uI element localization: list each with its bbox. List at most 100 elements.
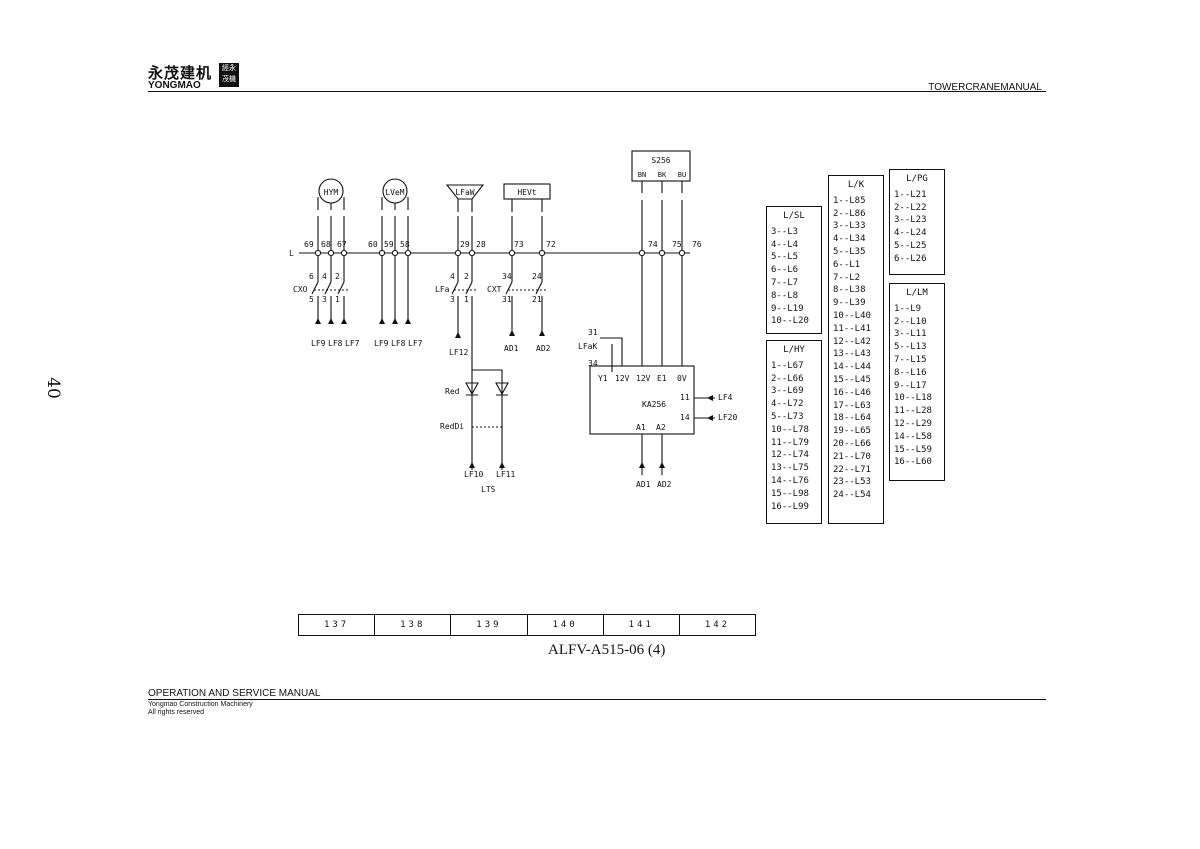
module-pin-e1: E1 [657, 374, 667, 383]
table-row: 19--L65 [833, 426, 871, 437]
table-row: 12--L42 [833, 336, 871, 347]
table-row: 11--L41 [833, 323, 871, 334]
arrow-icon [379, 318, 385, 324]
scale-cell: 140 [528, 615, 604, 635]
switch-num-34: 34 [502, 272, 512, 281]
table-row: 1--L21 [894, 189, 927, 200]
table-hy-title: L/HY [783, 345, 805, 355]
table-row: 8--L8 [771, 290, 799, 301]
table-row: 22--L71 [833, 464, 871, 475]
switch-num-2b: 2 [464, 272, 469, 281]
terminal-dot [508, 249, 516, 257]
logo-mark: 經永 茂機 [219, 63, 239, 87]
footer-rule [148, 699, 1046, 700]
s256-label: S256 [651, 156, 670, 165]
hevt-label: HEVt [517, 188, 536, 197]
terminal-dot [404, 249, 412, 257]
terminal-dot [638, 249, 646, 257]
terminal-76: 76 [692, 240, 702, 249]
output-lf9b: LF9 [374, 339, 389, 348]
table-row: 5--L13 [894, 342, 927, 353]
drawing-number: ALFV-A515-06 (4) [548, 642, 666, 658]
diode-red-label: Red [445, 387, 460, 396]
module-pin-12v-a: 12V [615, 374, 630, 383]
terminal-69: 69 [304, 240, 314, 249]
table-row: 9--L17 [894, 380, 927, 391]
footer-rights: All rights reserved [148, 709, 205, 716]
table-row: 1--L9 [894, 303, 922, 314]
switch-num-6: 6 [309, 272, 314, 281]
module-out-lf4: LF4 [718, 393, 733, 402]
terminal-dot [538, 249, 546, 257]
terminal-29: 29 [460, 240, 470, 249]
arrow-icon [707, 395, 713, 401]
table-row: 14--L58 [894, 431, 932, 442]
table-row: 7--L7 [771, 277, 799, 288]
table-row: 10--L78 [771, 424, 809, 435]
terminal-67: 67 [337, 240, 347, 249]
arrow-icon [499, 462, 505, 468]
table-row: 17--L63 [833, 400, 871, 411]
table-k-title: L/K [847, 180, 865, 190]
s256-pin-bk: BK [658, 171, 667, 179]
table-row: 8--L38 [833, 285, 866, 296]
table-sl-title: L/SL [783, 211, 805, 221]
switch-label-cxt: CXT [487, 285, 502, 294]
table-row: 7--L2 [833, 272, 861, 283]
arrow-icon [509, 330, 515, 336]
lts-label: LTS [481, 485, 496, 494]
terminal-59: 59 [384, 240, 394, 249]
sheet-scale-bar: 137 138 139 140 141 142 [298, 614, 756, 636]
table-row: 4--L24 [894, 228, 927, 239]
relay-num-31: 31 [588, 328, 598, 337]
table-row: 15--L98 [771, 488, 809, 499]
switch-num-3: 3 [322, 295, 327, 304]
terminal-75: 75 [672, 240, 682, 249]
switch-num-24: 24 [532, 272, 542, 281]
s256-pin-bn: BN [638, 171, 646, 179]
terminal-dot [327, 249, 335, 257]
module-pin-12v-b: 12V [636, 374, 651, 383]
arrow-icon [659, 462, 665, 468]
table-row: 6--L26 [894, 253, 927, 264]
table-row: 16--L46 [833, 387, 871, 398]
lts-out-lf11: LF11 [496, 470, 515, 479]
lts-out-lf10: LF10 [464, 470, 483, 479]
table-row: 9--L19 [771, 303, 804, 314]
switch-num-3b: 3 [450, 295, 455, 304]
terminal-dot [340, 249, 348, 257]
footer-company: Yongmao Construction Machinery [148, 701, 253, 708]
terminal-dot [658, 249, 666, 257]
switch-num-31: 31 [502, 295, 512, 304]
table-row: 11--L28 [894, 406, 932, 417]
table-row: 10--L20 [771, 316, 809, 327]
table-row: 12--L29 [894, 418, 932, 429]
table-row: 2--L86 [833, 208, 866, 219]
table-row: 1--L85 [833, 195, 866, 206]
relay-label: LFaK [578, 342, 597, 351]
relay-num-34: 34 [588, 359, 598, 368]
module-pin-14: 14 [680, 413, 690, 422]
switch-num-1b: 1 [464, 295, 469, 304]
reddi-label: RedDi [440, 422, 464, 431]
output-ad2: AD2 [536, 344, 551, 353]
arrow-icon [341, 318, 347, 324]
module-pin-y1: Y1 [598, 374, 608, 383]
switch-label-lfa: LFa [435, 285, 450, 294]
table-row: 4--L34 [833, 234, 866, 245]
table-row: 14--L76 [771, 475, 809, 486]
s256-box [631, 150, 691, 182]
module-pin-a2: A2 [656, 423, 666, 432]
table-row: 2--L10 [894, 316, 927, 327]
table-row: 3--L69 [771, 386, 804, 397]
switch-num-21: 21 [532, 295, 542, 304]
arrow-icon [328, 318, 334, 324]
hevt-box [503, 183, 551, 200]
table-row: 18--L64 [833, 413, 871, 424]
logo-english: YONGMAO [148, 80, 201, 91]
